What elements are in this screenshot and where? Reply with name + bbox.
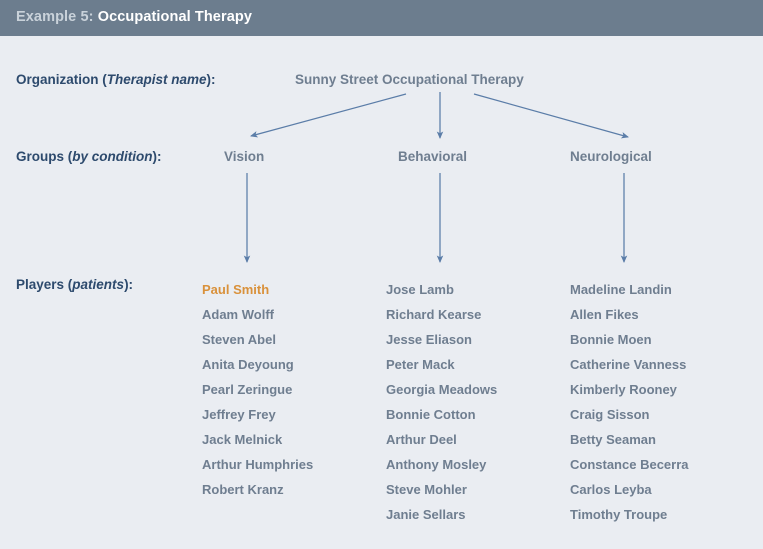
player-name[interactable]: Robert Kranz [202,482,284,497]
page-title: Example 5: Occupational Therapy [16,9,252,25]
player-name[interactable]: Steve Mohler [386,482,467,497]
player-name[interactable]: Bonnie Cotton [386,407,476,422]
player-name[interactable]: Jose Lamb [386,282,454,297]
player-name[interactable]: Carlos Leyba [570,482,652,497]
player-name[interactable]: Janie Sellars [386,507,466,522]
player-name[interactable]: Kimberly Rooney [570,382,677,397]
player-name[interactable]: Constance Becerra [570,457,689,472]
group-heading-behavioral: Behavioral [398,149,468,164]
group-heading-vision: Vision [224,149,265,164]
header-bar: Example 5: Occupational Therapy [0,0,763,36]
player-name[interactable]: Pearl Zeringue [202,382,293,397]
row-label-players-emphasis: patients [72,277,125,292]
player-name[interactable]: Betty Seaman [570,432,656,447]
player-name[interactable]: Catherine Vanness [570,357,687,372]
arrow-org-to-neurological [473,93,629,139]
row-label-organization: Organization (Therapist name): [16,72,216,87]
player-name[interactable]: Georgia Meadows [386,382,498,397]
player-name[interactable]: Anthony Mosley [386,457,487,472]
player-name[interactable]: Richard Kearse [386,307,482,322]
player-name[interactable]: Arthur Humphries [202,457,314,472]
row-label-groups-tail: ): [152,149,162,164]
player-name[interactable]: Allen Fikes [570,307,639,322]
player-name[interactable]: Craig Sisson [570,407,650,422]
player-name[interactable]: Peter Mack [386,357,455,372]
row-label-groups-main: Groups ( [16,149,73,164]
row-label-organization-main: Organization ( [16,72,107,87]
player-name[interactable]: Jeffrey Frey [202,407,276,422]
arrow-org-to-vision [250,93,407,138]
player-name[interactable]: Adam Wolff [202,307,274,322]
page-title-prefix: Example 5: [16,9,94,25]
row-label-players: Players (patients): [16,277,133,292]
player-name[interactable]: Madeline Landin [570,282,672,297]
row-label-organization-emphasis: Therapist name [106,72,207,87]
organization-name: Sunny Street Occupational Therapy [295,72,524,87]
player-name-highlighted[interactable]: Paul Smith [202,282,270,297]
player-name[interactable]: Jesse Eliason [386,332,472,347]
row-label-groups-emphasis: by condition [72,149,153,164]
row-label-players-main: Players ( [16,277,73,292]
player-name[interactable]: Arthur Deel [386,432,457,447]
player-name[interactable]: Jack Melnick [202,432,283,447]
row-label-groups: Groups (by condition): [16,149,162,164]
row-label-players-tail: ): [124,277,134,292]
page-title-subject: Occupational Therapy [97,9,253,25]
group-heading-neurological: Neurological [570,149,652,164]
row-label-organization-tail: ): [206,72,216,87]
player-name[interactable]: Bonnie Moen [570,332,652,347]
player-name[interactable]: Timothy Troupe [570,507,668,522]
player-name[interactable]: Steven Abel [202,332,276,347]
player-name[interactable]: Anita Deyoung [202,357,294,372]
